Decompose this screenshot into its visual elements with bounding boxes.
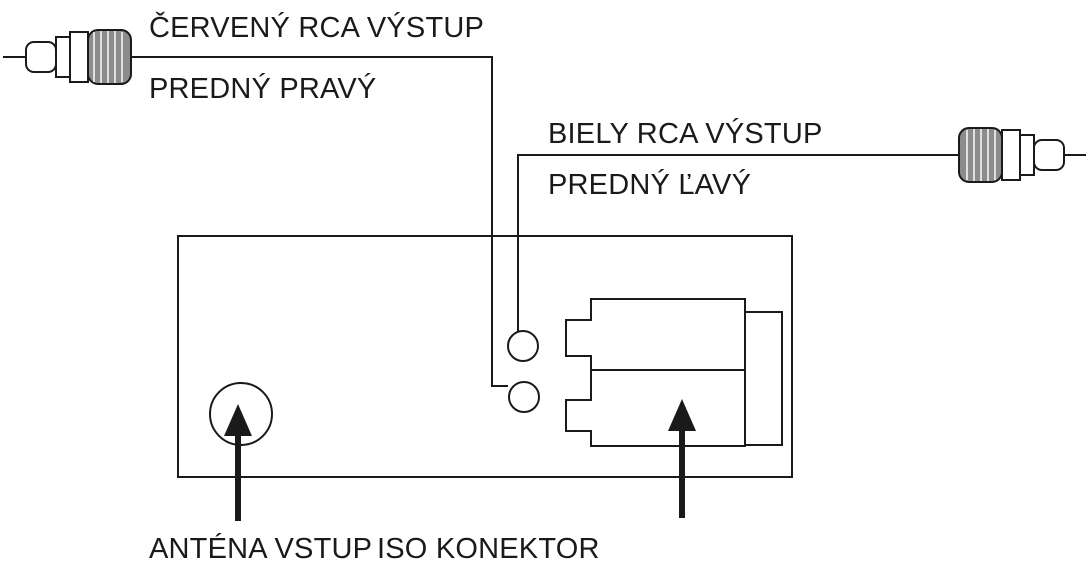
iso-connector	[565, 298, 783, 447]
red-output-label: ČERVENÝ RCA VÝSTUP	[149, 12, 485, 44]
white-rca-cable	[517, 154, 959, 331]
antenna-arrow-head	[224, 404, 252, 436]
white-rca-plug-icon	[958, 127, 1086, 183]
rca-socket-right	[507, 330, 539, 362]
rca-socket-left	[508, 381, 540, 413]
red-rca-plug-icon	[3, 29, 132, 85]
white-output-sublabel: PREDNÝ ĽAVÝ	[548, 169, 752, 201]
red-rca-cable	[131, 56, 508, 387]
red-output-sublabel: PREDNÝ PRAVÝ	[149, 73, 377, 105]
iso-connector-label: ISO KONEKTOR	[377, 533, 600, 565]
head-unit-body	[177, 235, 793, 478]
iso-arrow-head	[668, 399, 696, 431]
white-output-label: BIELY RCA VÝSTUP	[548, 118, 823, 150]
antenna-input-label: ANTÉNA VSTUP	[149, 533, 373, 565]
